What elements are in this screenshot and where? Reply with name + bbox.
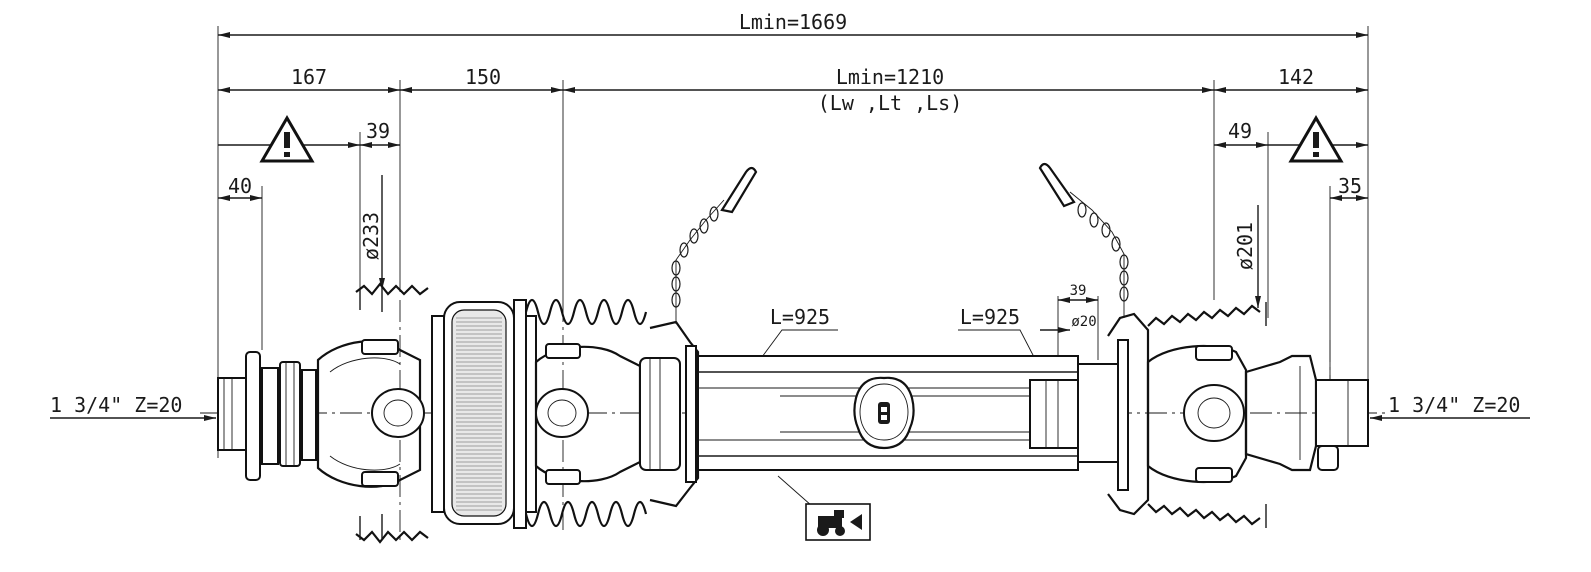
tube-note-label: (Lw ,Lt ,Ls) xyxy=(818,91,963,115)
left-pto-coupling xyxy=(217,351,317,481)
right-section-label: 142 xyxy=(1278,65,1314,89)
middle-guard xyxy=(524,298,648,528)
right-yoke-label: 49 xyxy=(1228,119,1252,143)
right-guard-bearing xyxy=(1077,312,1150,516)
tractor-direction-icon xyxy=(777,475,871,541)
clutch-section-label: 150 xyxy=(465,65,501,89)
friction-clutch xyxy=(431,299,537,529)
left-section-label: 167 xyxy=(291,65,327,89)
right-safety-chain xyxy=(1038,162,1129,318)
left-spline-label: 1 3/4" Z=20 xyxy=(50,393,182,417)
right-end-label: 35 xyxy=(1338,174,1362,198)
overall-length-label: Lmin=1669 xyxy=(739,10,847,34)
right-universal-joint xyxy=(1146,344,1248,484)
dimension-annotations: Lmin=1669 167 150 Lmin=1210 (Lw ,Lt ,Ls)… xyxy=(218,10,1368,360)
tube-length-left-label: L=925 xyxy=(770,305,830,329)
middle-universal-joint xyxy=(534,343,681,485)
left-yoke-label: 39 xyxy=(366,119,390,143)
warning-triangle-icon xyxy=(1288,115,1344,163)
tube-profile-badge xyxy=(853,376,915,450)
left-safety-chain xyxy=(671,166,758,324)
left-universal-joint xyxy=(316,339,425,488)
spline-labels: 1 3/4" Z=20 1 3/4" Z=20 xyxy=(50,393,1530,421)
right-diameter-label: ø201 xyxy=(1233,222,1257,270)
tube-section-label: Lmin=1210 xyxy=(836,65,944,89)
right-guard xyxy=(1147,302,1267,528)
warning-triangle-icon xyxy=(259,115,315,163)
left-diameter-label: ø233 xyxy=(359,212,383,260)
left-flange-label: 40 xyxy=(228,174,252,198)
right-pto-coupling xyxy=(1244,354,1369,472)
left-guard xyxy=(355,282,429,544)
right-spline-label: 1 3/4" Z=20 xyxy=(1388,393,1520,417)
small-length-label: 39 xyxy=(1070,283,1087,299)
small-diameter-label: ø20 xyxy=(1071,314,1096,330)
tube-length-right-label: L=925 xyxy=(960,305,1020,329)
